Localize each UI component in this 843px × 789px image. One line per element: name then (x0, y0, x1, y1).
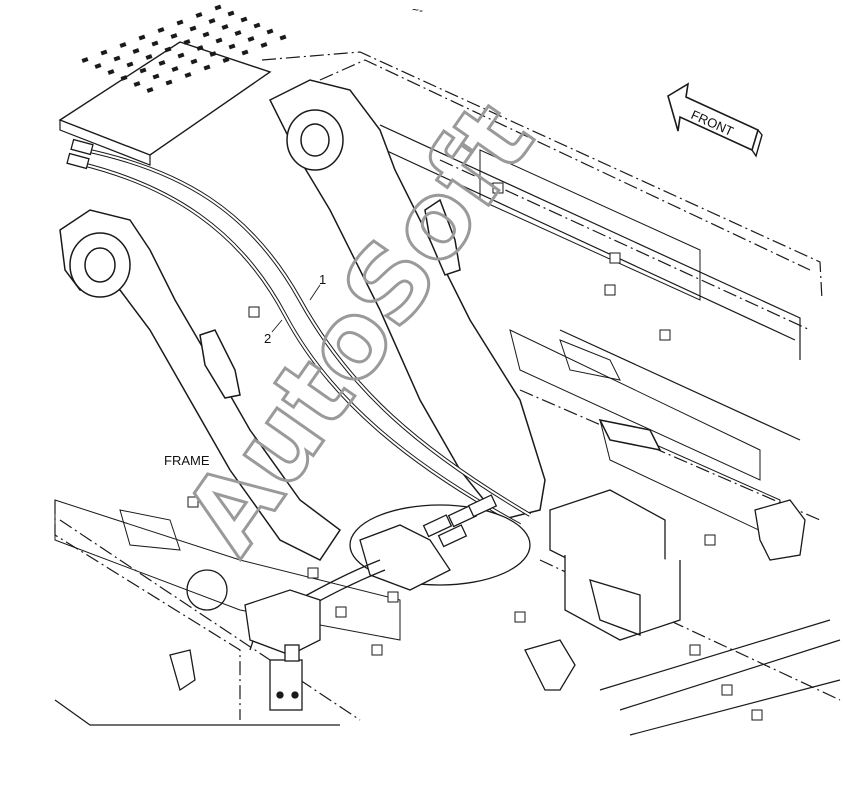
step-hole (202, 31, 210, 38)
step-hole (146, 87, 154, 93)
step-hole (152, 73, 160, 80)
bolt-marker (604, 284, 616, 296)
mount-bracket (169, 489, 806, 692)
step-hole (241, 49, 249, 56)
bolt-marker (248, 306, 260, 318)
step-hole (279, 34, 287, 41)
step-hole (170, 33, 178, 39)
bolt-marker (187, 496, 199, 508)
step-hole (157, 27, 165, 33)
bolt-marker (721, 684, 733, 696)
step-hole (222, 57, 230, 63)
bolt-marker (751, 709, 763, 721)
top-mark: ~- (412, 3, 423, 17)
step-hole (253, 22, 261, 29)
bolt-marker (371, 644, 383, 656)
step-hole (81, 57, 89, 63)
bolt-marker (492, 182, 504, 194)
boom-frame (59, 79, 662, 561)
step-hole (183, 39, 191, 45)
callout-2: 2 (264, 331, 271, 346)
step-hole (94, 63, 102, 69)
step-plate (58, 4, 287, 166)
bolt-markers (187, 182, 763, 721)
step-hole (190, 58, 198, 65)
step-hole (228, 43, 236, 50)
frame-outline (54, 51, 841, 736)
bolt-marker (335, 606, 347, 618)
step-hole (214, 4, 222, 11)
step-hole (195, 12, 203, 18)
step-hole (184, 72, 192, 78)
step-hole (266, 28, 274, 35)
bolt-marker (689, 644, 701, 656)
callout-leaders (271, 284, 321, 333)
step-hole (221, 24, 229, 30)
control-valve (186, 569, 321, 711)
bolt-marker (659, 329, 671, 341)
step-hole (126, 61, 134, 68)
step-hole (247, 36, 255, 42)
step-hole (196, 45, 204, 51)
step-hole (119, 42, 127, 48)
step-hole (145, 54, 153, 60)
step-hole (164, 46, 172, 53)
step-hole (240, 16, 248, 23)
step-hole (209, 51, 217, 57)
step-hole (132, 48, 140, 54)
step-hole (133, 81, 141, 87)
step-hole (234, 30, 242, 36)
hydraulic-hoses (66, 138, 532, 527)
step-hole (165, 79, 173, 86)
step-hole (203, 64, 211, 71)
front-arrow-icon: FRONT (667, 82, 763, 158)
step-hole (151, 40, 159, 47)
step-hole (139, 67, 147, 74)
step-hole (215, 37, 223, 44)
step-hole (138, 34, 146, 41)
bolt-marker (704, 534, 716, 546)
frame-label: FRAME (164, 453, 210, 468)
step-hole (208, 18, 216, 24)
bolt-marker (307, 567, 319, 579)
step-hole (107, 69, 115, 75)
step-hole (177, 52, 185, 59)
bolt-marker (514, 611, 526, 623)
step-hole (171, 66, 179, 72)
swivel-assembly (249, 494, 531, 651)
step-hole (227, 10, 235, 17)
step-hole (158, 60, 166, 66)
step-hole (260, 42, 268, 48)
step-hole (189, 25, 197, 32)
step-hole (100, 49, 108, 56)
bolt-marker (609, 252, 621, 264)
bolt-marker (387, 591, 399, 603)
callout-1: 1 (319, 272, 326, 287)
step-hole (120, 75, 128, 81)
step-hole (113, 55, 121, 62)
step-hole (176, 19, 184, 26)
